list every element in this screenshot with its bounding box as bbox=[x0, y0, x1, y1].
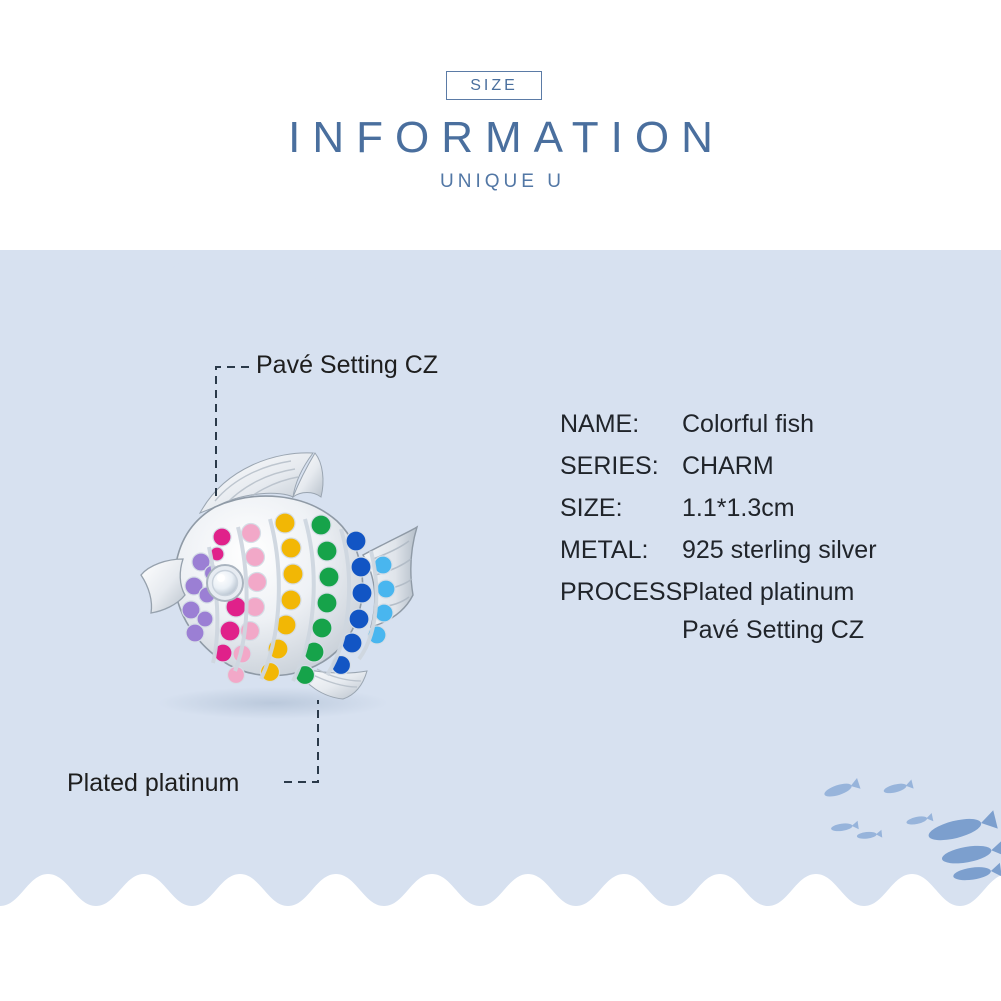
spec-key-process: PROCESS: bbox=[560, 578, 690, 606]
callout-label-plated-platinum: Plated platinum bbox=[67, 769, 240, 797]
spec-row-metal: METAL: 925 sterling silver bbox=[560, 536, 980, 565]
header-band bbox=[0, 0, 1001, 252]
spec-value-process: Plated platinum bbox=[682, 578, 855, 606]
spec-row-series: SERIES: CHARM bbox=[560, 452, 980, 481]
product-spec-list: NAME: Colorful fish SERIES: CHARM SIZE: … bbox=[560, 410, 980, 658]
footer-band bbox=[0, 908, 1001, 1001]
spec-key-size: SIZE: bbox=[560, 494, 623, 522]
spec-key-name: NAME: bbox=[560, 410, 640, 438]
callout-label-pave-setting: Pavé Setting CZ bbox=[256, 351, 439, 379]
spec-key-series: SERIES: bbox=[560, 452, 659, 480]
spec-row-process-continued: PROCESS: Pavé Setting CZ bbox=[560, 616, 980, 645]
spec-row-process: PROCESS: Plated platinum bbox=[560, 578, 980, 607]
spec-row-name: NAME: Colorful fish bbox=[560, 410, 980, 439]
size-badge: SIZE bbox=[446, 71, 542, 100]
spec-value-series: CHARM bbox=[682, 452, 774, 480]
size-badge-label: SIZE bbox=[470, 76, 518, 94]
spec-value-metal: 925 sterling silver bbox=[682, 536, 877, 564]
spec-row-size: SIZE: 1.1*1.3cm bbox=[560, 494, 980, 523]
spec-value-size: 1.1*1.3cm bbox=[682, 494, 795, 522]
page-title: INFORMATION bbox=[288, 113, 725, 162]
spec-value-name: Colorful fish bbox=[682, 410, 814, 438]
spec-key-metal: METAL: bbox=[560, 536, 649, 564]
product-image-colorful-fish-charm bbox=[140, 452, 419, 719]
page-subtitle: UNIQUE U bbox=[440, 171, 565, 192]
spec-value-process-continued: Pavé Setting CZ bbox=[682, 616, 865, 644]
